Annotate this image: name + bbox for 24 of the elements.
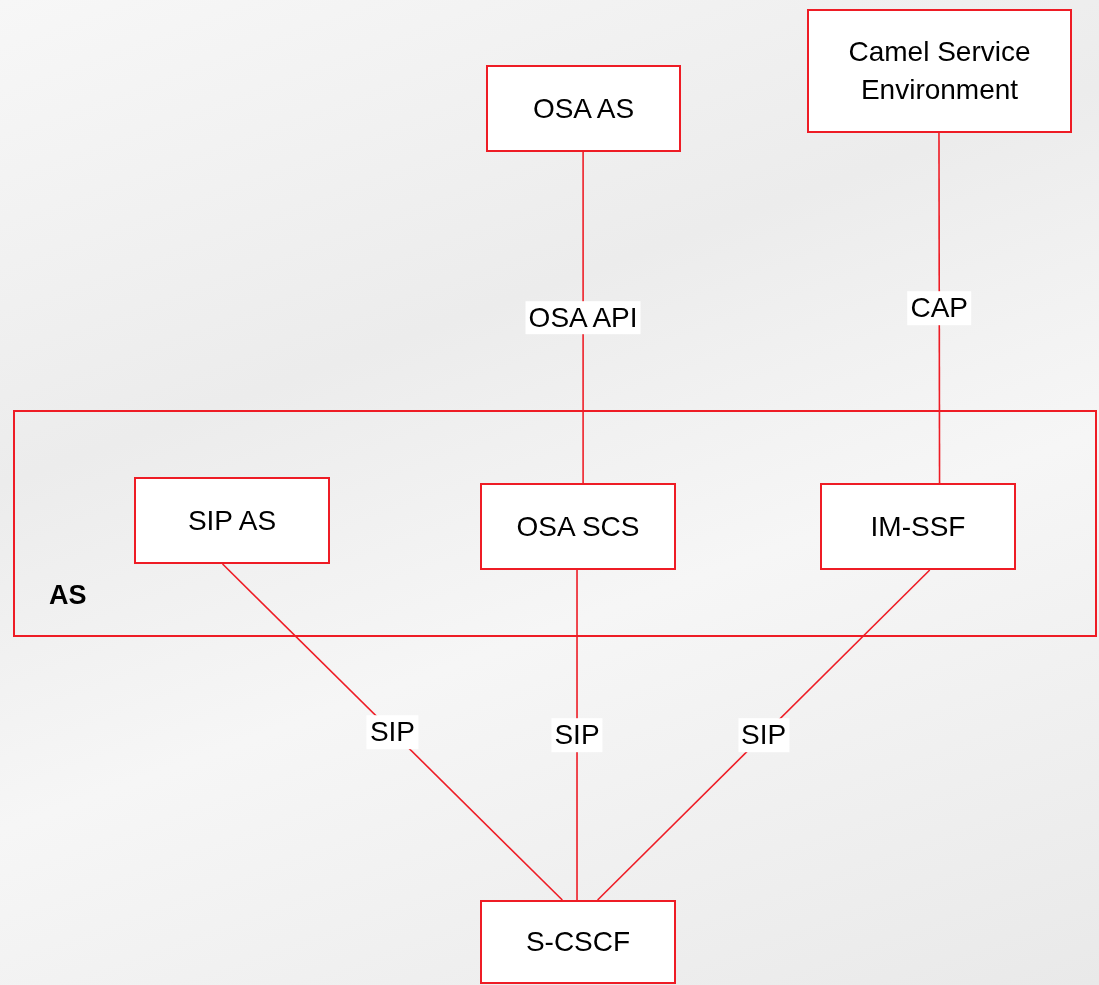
- node-label: OSA SCS: [516, 509, 640, 544]
- process-box: [807, 9, 1072, 133]
- node-label: Camel Service Environment: [847, 35, 1032, 107]
- edge-label: SIP: [366, 715, 418, 749]
- connector-line: [576, 569, 578, 901]
- node-label: SIP AS: [187, 503, 277, 538]
- connector-line: [221, 563, 564, 901]
- connector-line: [938, 132, 941, 484]
- node-label: OSA AS: [532, 91, 635, 126]
- process-box: [480, 483, 676, 570]
- connector-line: [596, 569, 931, 901]
- connector-line: [582, 151, 584, 484]
- process-box: [820, 483, 1016, 570]
- edge-label: CAP: [907, 291, 972, 325]
- edge-label: OSA API: [525, 300, 641, 335]
- group-container: [13, 410, 1097, 637]
- node-label: IM-SSF: [870, 509, 966, 544]
- edge-label: SIP: [551, 718, 603, 752]
- process-box: [134, 477, 330, 564]
- node-label: S-CSCF: [525, 925, 631, 960]
- process-box: [480, 900, 676, 984]
- group-label: AS: [49, 578, 87, 612]
- process-box: [486, 65, 681, 152]
- edge-label: SIP: [738, 718, 790, 752]
